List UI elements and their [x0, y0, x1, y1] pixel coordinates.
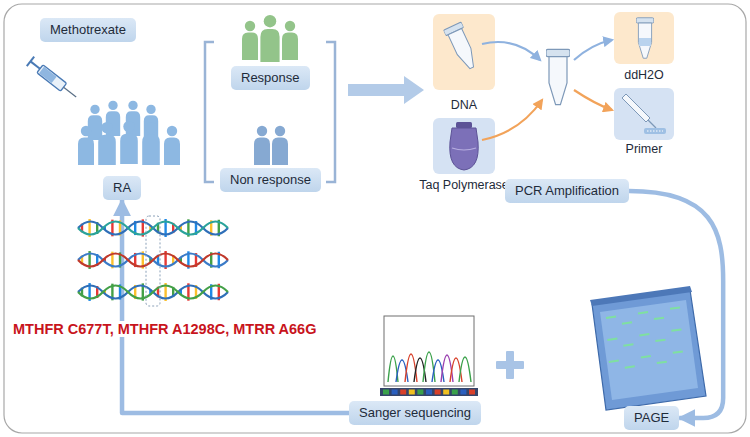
- node-text: DNA: [451, 98, 477, 112]
- helix-strand: [78, 286, 228, 299]
- base-tick: [417, 390, 423, 395]
- reaction-tube: [546, 49, 570, 104]
- reagent-panel: ddH2O: [614, 12, 674, 82]
- gel-band: [609, 361, 619, 362]
- gel-band: [622, 322, 632, 323]
- plus-sign: [496, 351, 524, 379]
- node-text: PCR Amplification: [515, 183, 619, 199]
- gel-band: [641, 356, 651, 357]
- base-tick: [460, 390, 466, 395]
- dna-tube: [443, 22, 481, 72]
- gel-band: [657, 362, 667, 363]
- primer-pipette: [622, 94, 666, 134]
- gel-band: [670, 307, 680, 308]
- base-tick: [435, 390, 441, 395]
- taq-backdrop: [433, 118, 495, 174]
- primer-backdrop: [614, 88, 674, 140]
- node-text: RA: [113, 180, 131, 196]
- gel-band: [607, 339, 617, 340]
- base-tick: [452, 390, 458, 395]
- base-tick: [400, 390, 406, 395]
- label-box: PAGE: [624, 406, 679, 430]
- helix-strand: [78, 286, 228, 299]
- water-fill: [639, 38, 651, 46]
- responder-group: [242, 15, 298, 62]
- node-text: ddH2O: [624, 68, 664, 82]
- label-box: PCR Amplification: [505, 179, 629, 203]
- helix-strand: [78, 254, 228, 267]
- gel-band: [638, 312, 648, 313]
- gel-band: [625, 366, 635, 367]
- patient-group: [78, 101, 180, 165]
- node-text: Sanger sequencing: [359, 405, 471, 421]
- node-text: Primer: [626, 142, 663, 156]
- syringe-icon: [27, 57, 80, 102]
- base-tick: [426, 390, 432, 395]
- label-box: Non response: [220, 168, 321, 192]
- base-tick: [392, 390, 398, 395]
- dna-backdrop: [433, 14, 495, 90]
- node-text: Response: [241, 70, 300, 86]
- base-tick: [469, 390, 475, 395]
- gel-band: [623, 344, 633, 345]
- water-backdrop: [614, 12, 674, 64]
- taq-bottle: [450, 122, 478, 170]
- reagent-panel: Taq Polymerase: [417, 118, 511, 192]
- base-tick: [383, 390, 389, 395]
- node-text: PAGE: [634, 410, 669, 426]
- gel-band: [673, 351, 683, 352]
- frame: [4, 4, 746, 433]
- flow-arrow: [348, 76, 424, 104]
- snp-marker: [146, 216, 160, 306]
- bracket: [205, 42, 335, 182]
- base-tick: [443, 390, 449, 395]
- base-tick: [409, 390, 415, 395]
- gel-band: [606, 317, 616, 318]
- gel-apparatus: [590, 286, 706, 410]
- gel-band: [654, 318, 664, 319]
- helix-strand: [78, 254, 228, 267]
- label-box: Sanger sequencing: [349, 401, 481, 425]
- helix-strand: [78, 222, 228, 235]
- gene-variants-label: MTHFR C677T, MTHFR A1298C, MTRR A66G: [10, 321, 319, 337]
- helix-group: [78, 216, 228, 306]
- reagent-panel: Primer: [614, 88, 674, 156]
- chromatogram: [380, 316, 478, 396]
- label-box: Methotrexate: [40, 18, 136, 42]
- node-text: Taq Polymerase: [419, 178, 509, 192]
- water-tube: [636, 18, 654, 58]
- non-responder-group: [254, 126, 288, 165]
- node-text: Non response: [230, 172, 311, 188]
- node-text: Methotrexate: [50, 22, 126, 38]
- reagent-panel: DNA: [433, 14, 495, 112]
- pcr-arrows: [482, 40, 612, 140]
- label-box: RA: [103, 176, 141, 200]
- gel-band: [655, 340, 665, 341]
- gel-band: [639, 334, 649, 335]
- gel-band: [671, 329, 681, 330]
- label-box: Response: [231, 66, 310, 90]
- helix-strand: [78, 222, 228, 235]
